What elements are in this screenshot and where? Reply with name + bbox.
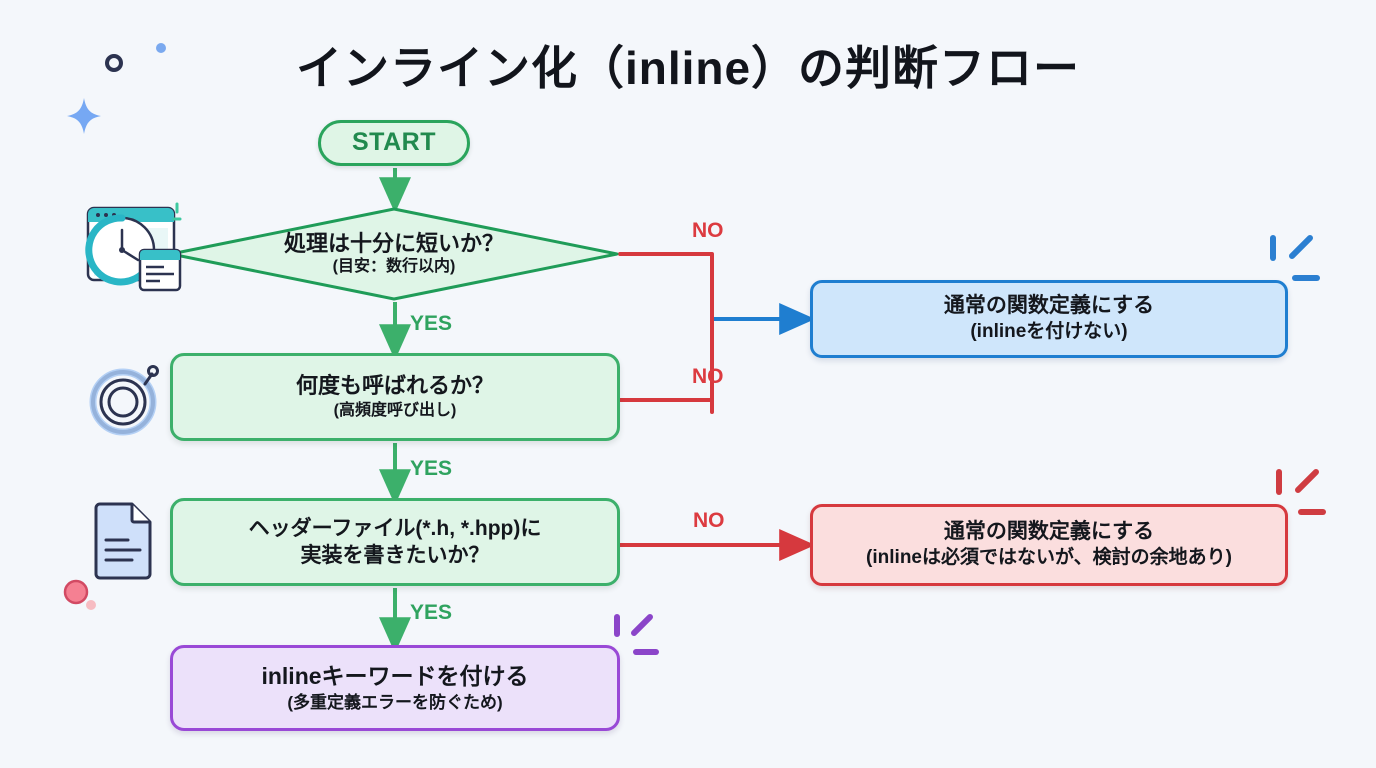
node-step-2-sub: (高頻度呼び出し) [333,402,457,420]
node-start[interactable]: START [318,120,470,166]
node-step-3-line2: 実装を書きたいか？ [300,544,490,567]
page-title: インライン化（inline）の判断フロー [295,42,1081,94]
edge-label-yes-2: YES [410,457,453,480]
node-step-2[interactable]: 何度も呼ばれるか？ (高頻度呼び出し) [170,353,620,441]
node-step-3-line1: ヘッダーファイル(*.h, *.hpp)に [248,516,542,540]
node-result-red[interactable]: 通常の関数定義にする (inlineは必須ではないが、検討の余地あり) [810,504,1288,586]
node-result-red-main: 通常の関数定義にする [943,520,1155,544]
node-step-2-main: 何度も呼ばれるか？ [295,373,494,399]
dot-icon [155,42,167,54]
node-decision-1[interactable]: 処理は十分に短いか？ (目安：数行以内) [168,206,620,302]
pink-circle-decoration [62,578,96,612]
node-result-inline-sub: (多重定義エラーを防ぐため) [287,693,503,713]
node-result-red-sub: (inlineは必須ではないが、検討の余地あり) [866,547,1232,569]
diamond-shape [169,207,619,301]
node-start-label: START [352,128,436,157]
blue-burst-icon [1262,232,1324,292]
edge-label-no-2: NO [692,365,724,388]
clock-browser-icon [74,200,184,300]
ring-icon [103,52,125,74]
node-decision-1-sub: (目安：数行以内) [332,258,456,276]
red-burst-icon [1268,466,1330,526]
node-result-inline[interactable]: inlineキーワードを付ける (多重定義エラーを防ぐため) [170,645,620,731]
node-step-3[interactable]: ヘッダーファイル(*.h, *.hpp)に 実装を書きたいか？ [170,498,620,586]
edge-label-no-1: NO [692,219,724,242]
node-result-blue-main: 通常の関数定義にする [943,294,1155,318]
node-result-blue[interactable]: 通常の関数定義にする (inlineを付けない) [810,280,1288,358]
document-file-icon [92,502,154,580]
purple-burst-icon [608,612,664,666]
node-decision-1-main: 処理は十分に短いか？ [283,231,504,257]
sparkle-icon [66,97,102,135]
repeat-loop-icon [88,362,166,436]
node-decision-1-text: 処理は十分に短いか？ (目安：数行以内) [168,206,620,302]
node-result-inline-main: inlineキーワードを付ける [261,662,529,689]
edge-label-no-3: NO [693,509,725,532]
edge-label-yes-1: YES [410,312,453,335]
node-result-blue-sub: (inlineを付けない) [970,321,1128,343]
edge-label-yes-3: YES [410,601,453,624]
